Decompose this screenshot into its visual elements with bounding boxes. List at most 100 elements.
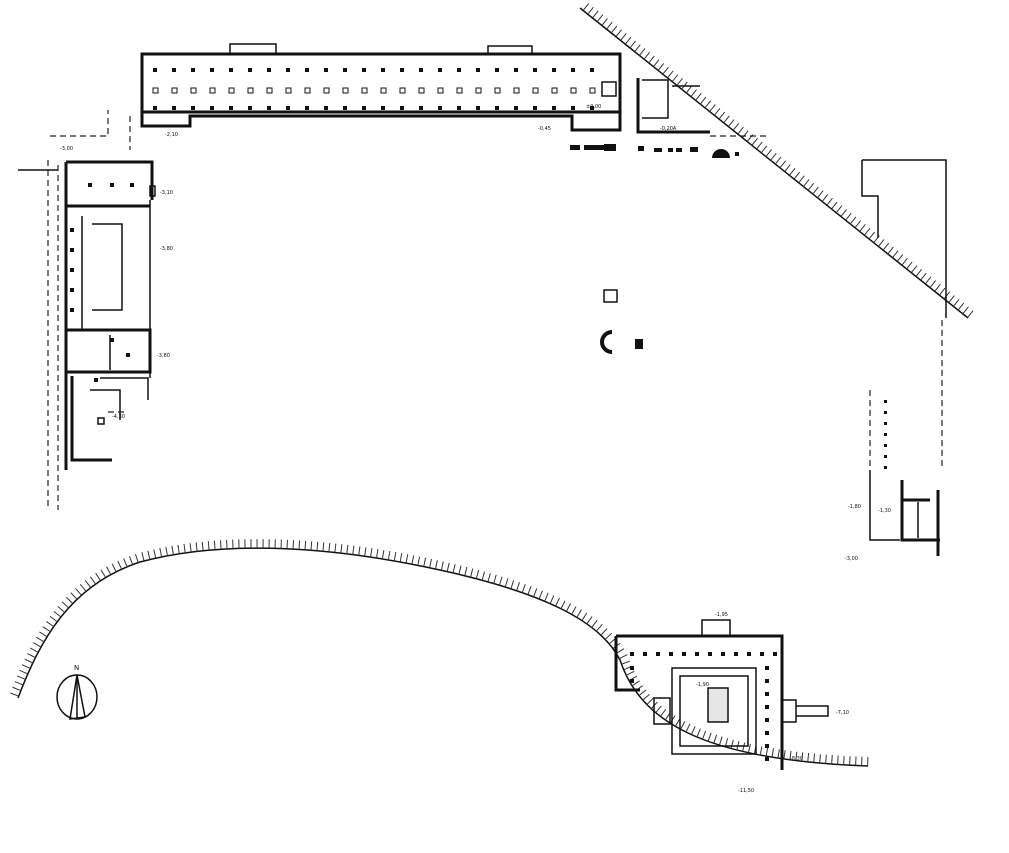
hatch-tick <box>938 287 946 296</box>
column <box>110 183 114 187</box>
stoa-column <box>495 106 499 110</box>
column <box>734 652 738 656</box>
column <box>765 692 769 696</box>
hatch-tick <box>36 636 45 643</box>
hatch-tick <box>549 595 555 604</box>
hatch-tick <box>79 584 87 592</box>
stoa-column <box>533 106 537 110</box>
hatch-tick <box>423 557 427 567</box>
hatch-tick <box>616 648 625 654</box>
hatch-tick <box>747 743 751 753</box>
column <box>765 757 769 761</box>
hatch-tick <box>962 306 969 315</box>
stoa-column <box>438 106 442 110</box>
column <box>643 652 647 656</box>
stoa-column <box>514 68 518 72</box>
hatch-tick <box>201 541 204 551</box>
hatch-tick <box>831 201 838 210</box>
hatch-tick <box>868 231 876 240</box>
hatch-tick <box>12 686 22 692</box>
elevation-label: ±0,00 <box>586 104 601 110</box>
hatch-tick <box>730 739 734 749</box>
stoa-column <box>590 106 594 110</box>
stoa-column <box>419 68 423 72</box>
hatch-tick <box>29 647 39 653</box>
hatch-tick <box>89 576 96 585</box>
column <box>747 652 751 656</box>
elevation-label: -3,80 <box>160 246 173 252</box>
hatch-tick <box>819 754 821 764</box>
hatch-tick <box>803 179 810 187</box>
hatch-tick <box>387 550 391 561</box>
hatch-tick <box>701 730 707 740</box>
hatch-tick <box>393 552 397 562</box>
stoa-column <box>589 87 596 94</box>
hatch-tick <box>718 111 726 120</box>
hatch-tick <box>358 546 361 556</box>
column <box>110 338 114 342</box>
hatch-tick <box>487 573 491 583</box>
hatch-tick <box>601 18 608 26</box>
stoa-column <box>495 68 499 72</box>
stoa-column <box>533 68 537 72</box>
hatch-tick <box>213 540 216 550</box>
hatch-tick <box>147 550 151 560</box>
hatch-tick <box>171 545 174 555</box>
stoa-column <box>343 106 347 110</box>
stoa-column <box>552 68 556 72</box>
hatch-tick <box>924 276 932 285</box>
hatch-tick <box>676 78 683 86</box>
hatch-tick <box>75 588 82 596</box>
stoa-column <box>191 68 195 72</box>
hatch-tick <box>667 70 674 79</box>
hatch-tick <box>117 560 123 570</box>
hatch-tick <box>783 750 786 760</box>
stoa-column <box>362 106 366 110</box>
column <box>130 183 134 187</box>
hatch-tick <box>14 681 24 686</box>
hatch-tick <box>704 100 712 109</box>
column <box>765 731 769 735</box>
hatch-tick <box>732 123 740 131</box>
stoa-column <box>153 68 157 72</box>
hatch-tick <box>310 541 313 551</box>
column <box>721 652 725 656</box>
elevation-label: -3,10 <box>160 190 173 196</box>
hatch-tick <box>195 542 198 552</box>
hatch-tick <box>638 48 646 56</box>
hatch-tick <box>84 580 92 588</box>
elevation-label: -1,90 <box>696 682 709 688</box>
stoa-column <box>247 87 254 94</box>
hatch-tick <box>458 565 462 575</box>
hatch-tick <box>95 572 101 581</box>
hatch-tick <box>10 692 19 697</box>
hatch-tick <box>27 653 36 659</box>
stoa-column <box>210 68 214 72</box>
hatch-tick <box>61 601 69 609</box>
hatch-tick <box>638 689 647 696</box>
hatch-tick <box>892 250 899 258</box>
hatch-tick <box>527 586 532 595</box>
column <box>70 288 74 292</box>
hatch-tick <box>322 542 325 552</box>
column <box>70 308 74 312</box>
hatch-tick <box>835 205 843 214</box>
hatch-tick <box>452 564 456 574</box>
hatch-tick <box>39 631 48 638</box>
hatch-tick <box>470 568 474 578</box>
stoa-column <box>267 106 271 110</box>
hatch-tick <box>943 291 951 300</box>
stoa-column <box>475 87 482 94</box>
hatch-tick <box>789 750 792 760</box>
hatch-tick <box>934 284 941 292</box>
hatch-tick <box>807 752 810 763</box>
elevation-label: -0,45 <box>538 126 551 132</box>
hatch-tick <box>516 582 520 591</box>
hatch-tick <box>504 578 509 588</box>
hatch-tick <box>845 212 852 221</box>
hatch-tick <box>774 156 782 165</box>
north-arrow: N <box>56 664 98 720</box>
stoa-column <box>380 87 387 94</box>
column <box>70 228 74 232</box>
